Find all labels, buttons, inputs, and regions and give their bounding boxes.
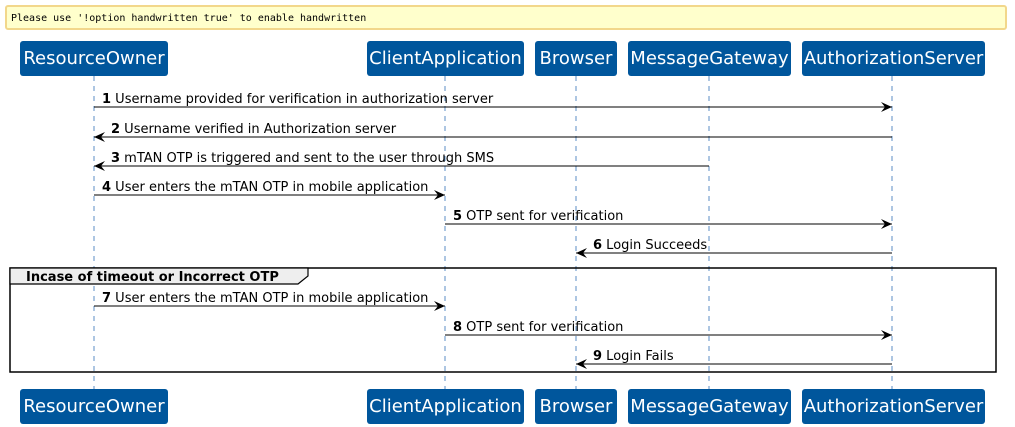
- message-label-3: 3 mTAN OTP is triggered and sent to the …: [111, 151, 494, 166]
- message-label-9: 9 Login Fails: [593, 349, 674, 364]
- message-label-4: 4 User enters the mTAN OTP in mobile app…: [102, 180, 428, 195]
- participant-top-browser: Browser: [535, 41, 617, 76]
- message-label-7: 7 User enters the mTAN OTP in mobile app…: [102, 291, 428, 306]
- message-label-6: 6 Login Succeeds: [593, 238, 707, 253]
- participant-bottom-message-gateway: MessageGateway: [628, 389, 791, 424]
- message-label-2: 2 Username verified in Authorization ser…: [111, 122, 397, 137]
- participant-bottom-client-application: ClientApplication: [367, 389, 524, 424]
- group-label: Incase of timeout or Incorrect OTP: [26, 270, 279, 285]
- participant-top-resource-owner: ResourceOwner: [20, 41, 168, 76]
- participant-bottom-authorization-server: AuthorizationServer: [802, 389, 985, 424]
- participant-bottom-resource-owner: ResourceOwner: [20, 389, 168, 424]
- warning-banner: Please use '!option handwritten true' to…: [5, 5, 1007, 30]
- group-frame: Incase of timeout or Incorrect OTP: [9, 267, 997, 373]
- message-label-8: 8 OTP sent for verification: [453, 320, 623, 335]
- message-label-1: 1 Username provided for verification in …: [102, 92, 494, 107]
- participant-top-authorization-server: AuthorizationServer: [802, 41, 985, 76]
- warning-text: Please use '!option handwritten true' to…: [11, 13, 367, 24]
- participant-top-client-application: ClientApplication: [367, 41, 524, 76]
- participant-top-message-gateway: MessageGateway: [628, 41, 791, 76]
- participant-bottom-browser: Browser: [535, 389, 617, 424]
- message-label-5: 5 OTP sent for verification: [453, 209, 623, 224]
